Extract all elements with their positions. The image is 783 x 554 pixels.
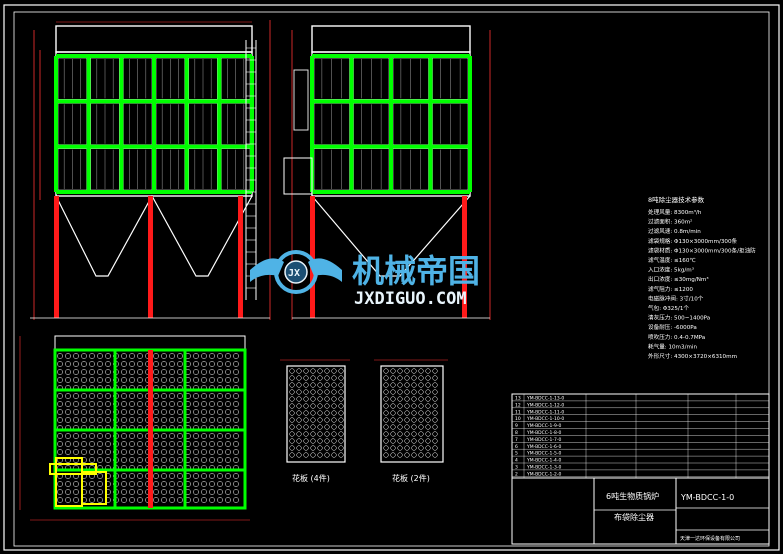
parts-row-code: YM-BDCC-1-7-0 <box>526 437 562 443</box>
parts-row-code: YM-BDCC-1-8-0 <box>526 430 562 436</box>
drawing-inner-border <box>13 11 770 547</box>
front-filter-bag-grid <box>54 54 254 194</box>
wing-right-icon <box>308 258 342 282</box>
tech-param-line: 滤袋规格: Φ130×3000mm/300条 <box>648 237 737 245</box>
parts-row-number: 3 <box>515 465 518 471</box>
plate-label-right: 花板 (2件) <box>392 473 430 483</box>
parts-row-number: 6 <box>515 444 518 450</box>
parts-row-code: YM-BDCC-1-4-0 <box>526 458 562 464</box>
logo-letters: JX <box>288 268 300 279</box>
tech-param-line: 设备耐压: -6000Pa <box>648 323 697 331</box>
parts-row-code: YM-BDCC-1-13-0 <box>526 396 564 402</box>
side-filter-bag-grid <box>310 54 472 194</box>
parts-row-number: 9 <box>515 423 518 429</box>
parts-row-code: YM-BDCC-1-2-0 <box>526 471 562 477</box>
parts-row-number: 2 <box>515 471 518 477</box>
parts-row-number: 7 <box>515 437 518 443</box>
drawing-title-line1: 6吨生物质锅炉 <box>606 491 659 501</box>
tech-param-line: 气包: Φ325/1个 <box>648 304 689 312</box>
parts-row-number: 12 <box>515 402 521 408</box>
tech-param-line: 耗气量: 10m3/min <box>648 342 697 350</box>
parts-row-number: 8 <box>515 430 518 436</box>
tech-params-title: 8吨除尘器技术参数 <box>648 195 705 204</box>
parts-row-code: YM-BDCC-1-6-0 <box>526 444 562 450</box>
tube-plate-right <box>374 359 448 463</box>
drawing-border <box>3 4 780 551</box>
tech-param-line: 滤气温度: ≤160℃ <box>648 256 696 264</box>
parts-row-number: 11 <box>515 409 521 415</box>
parts-row-number: 5 <box>515 451 518 457</box>
parts-row-number: 4 <box>515 458 518 464</box>
plan-view <box>19 335 250 521</box>
tube-plate-left <box>280 359 350 463</box>
parts-row-code: YM-BDCC-1-12-0 <box>526 402 564 408</box>
parts-row-code: YM-BDCC-1-3-0 <box>526 465 562 471</box>
company-name: 天津一达环保设备有限公司 <box>680 535 740 542</box>
tech-param-line: 处理风量: 8300m³/h <box>648 208 702 216</box>
tech-param-line: 入口浓度: 5kg/m³ <box>648 266 694 274</box>
front-elevation-view <box>30 20 271 320</box>
parts-row-code: YM-BDCC-1-11-0 <box>526 409 564 415</box>
parts-row-code: YM-BDCC-1-9-0 <box>526 423 562 429</box>
tech-param-line: 喷吹压力: 0.4-0.7MPa <box>648 333 705 341</box>
parts-row-code: YM-BDCC-1-5-0 <box>526 451 562 457</box>
tech-param-line: 过滤风速: 0.8m/min <box>648 227 701 235</box>
tech-param-line: 滤袋材质: Φ130×3000mm/300条/拒油防 <box>648 246 756 254</box>
watermark-latin: JXDIGUO.COM <box>354 289 467 309</box>
tech-param-line: 清灰压力: 500~1400Pa <box>648 314 710 322</box>
parts-row-code: YM-BDCC-1-10-0 <box>526 416 564 422</box>
watermark-chinese: 机械帝国 <box>352 252 480 290</box>
tech-param-line: 出口浓度: ≤30mg/Nm³ <box>648 275 709 283</box>
wing-left-icon <box>250 258 284 282</box>
tech-param-line: 电磁脉冲阀: 3寸/10个 <box>648 294 704 302</box>
tech-param-line: 外形尺寸: 4300×3720×6310mm <box>648 352 737 360</box>
parts-row-number: 10 <box>515 416 521 422</box>
drawing-number: YM-BDCC-1-0 <box>680 493 734 502</box>
plate-label-left: 花板 (4件) <box>292 473 330 483</box>
side-elevation-view <box>283 25 491 320</box>
parts-row-number: 13 <box>515 396 521 402</box>
tech-parameters-block: 8吨除尘器技术参数 处理风量: 8300m³/h 过滤面积: 360m²过滤风速:… <box>648 195 756 360</box>
tech-param-line: 滤气阻力: ≤1200 <box>648 285 693 293</box>
drawing-title-line2: 布袋除尘器 <box>614 512 654 522</box>
watermark: JX 机械帝国 JXDIGUO.COM <box>250 250 480 309</box>
tech-param-line: 过滤面积: 360m² <box>648 218 692 226</box>
